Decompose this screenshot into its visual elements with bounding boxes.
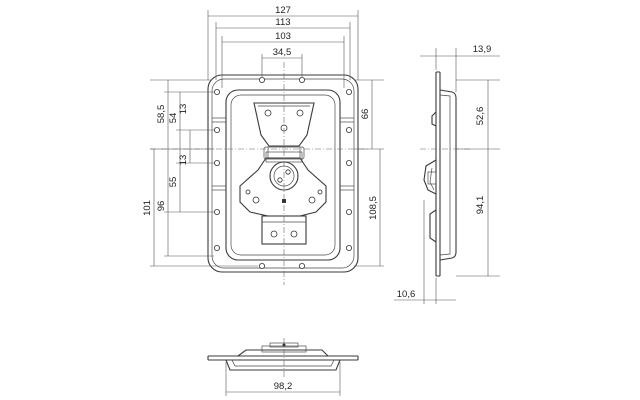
dim-66: 66 (360, 109, 371, 120)
bottom-dimensions (225, 362, 341, 396)
dim-108-5: 108,5 (368, 196, 379, 220)
recessed-dish (225, 89, 341, 261)
top-dimensions (207, 10, 359, 88)
dim-13-upper: 13 (178, 104, 189, 115)
dim-54: 54 (168, 113, 179, 124)
right-dimensions (354, 79, 384, 267)
dim-127: 127 (275, 5, 291, 16)
dim-10-6: 10,6 (397, 289, 416, 300)
dim-94-1: 94,1 (475, 196, 486, 215)
dim-55: 55 (168, 177, 179, 188)
dim-98-2: 98,2 (274, 381, 293, 392)
dim-103: 103 (275, 31, 291, 42)
left-dimensions (150, 79, 258, 267)
side-view (420, 71, 470, 277)
dim-13-lower: 13 (178, 155, 189, 166)
keeper-plate (253, 102, 315, 147)
dim-13-9: 13,9 (473, 44, 492, 55)
dim-58-5: 58,5 (156, 105, 167, 124)
side-dimensions (394, 48, 500, 304)
outer-flange (207, 74, 359, 273)
dim-52-6: 52,6 (475, 107, 486, 126)
front-view (150, 62, 370, 285)
mounting-holes (213, 77, 352, 269)
dim-96: 96 (156, 201, 167, 212)
dim-101: 101 (142, 200, 153, 216)
dim-113: 113 (275, 17, 290, 28)
dim-34-5: 34,5 (273, 47, 292, 58)
bottom-view (207, 338, 359, 378)
latch-body (239, 157, 327, 217)
